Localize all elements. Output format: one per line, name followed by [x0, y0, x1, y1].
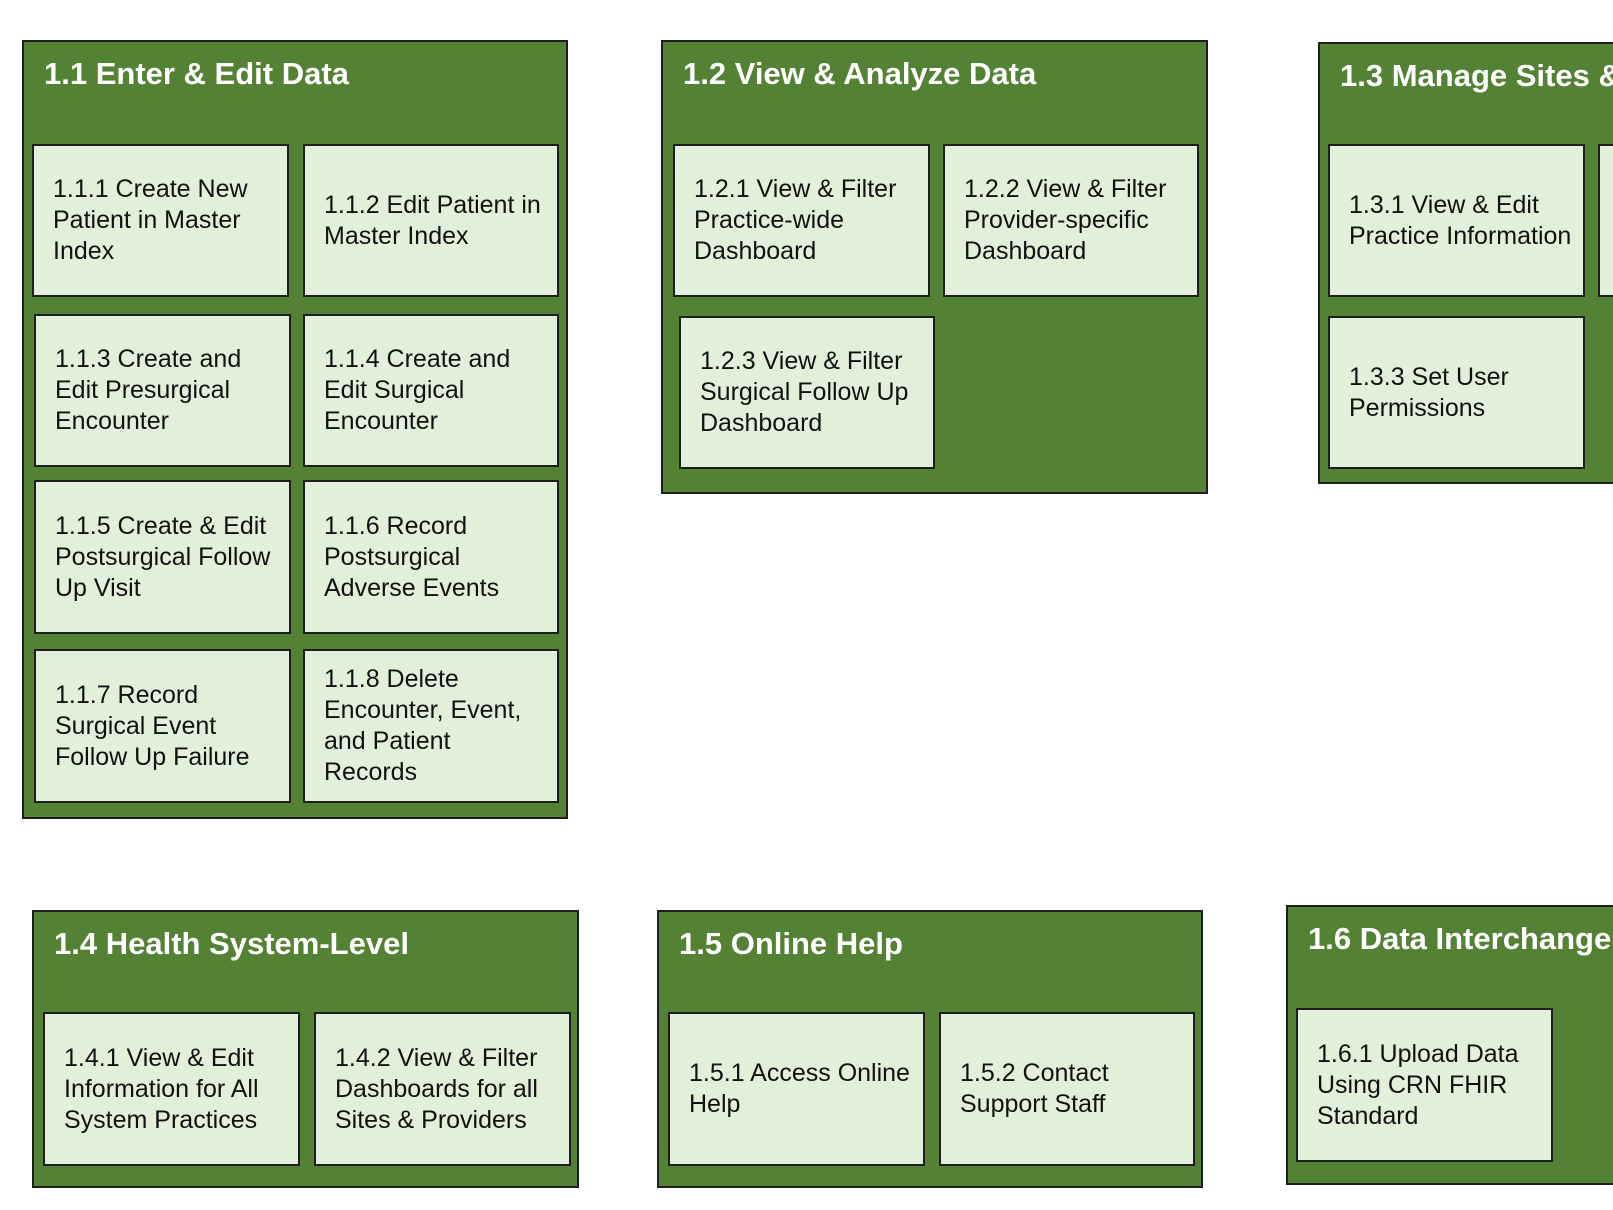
function-label: 1.1.7 Record Surgical Event Follow Up Fa…: [55, 680, 250, 771]
function-box-1-5-1[interactable]: 1.5.1 Access Online Help: [668, 1012, 925, 1166]
group-title: 1.3 Manage Sites &: [1340, 58, 1613, 93]
function-box-1-1-1[interactable]: 1.1.1 Create New Patient in Master Index: [32, 144, 289, 297]
function-label: 1.1.5 Create & Edit Postsurgical Follow …: [55, 511, 271, 602]
function-label: 1.6.1 Upload Data Using CRN FHIR Standar…: [1317, 1039, 1519, 1130]
function-box-1-1-6[interactable]: 1.1.6 Record Postsurgical Adverse Events: [303, 480, 559, 634]
function-box-1-1-3[interactable]: 1.1.3 Create and Edit Presurgical Encoun…: [34, 314, 291, 467]
function-label: 1.1.4 Create and Edit Surgical Encounter: [324, 345, 511, 435]
function-box-1-6-1[interactable]: 1.6.1 Upload Data Using CRN FHIR Standar…: [1296, 1008, 1553, 1162]
group-enter-edit-data: 1.1 Enter & Edit Data 1.1.1 Create New P…: [22, 40, 568, 819]
function-label: 1.4.2 View & Filter Dashboards for all S…: [335, 1043, 538, 1134]
function-box-1-2-3[interactable]: 1.2.3 View & Filter Surgical Follow Up D…: [679, 316, 935, 469]
function-box-1-3-1[interactable]: 1.3.1 View & Edit Practice Information: [1328, 144, 1585, 297]
function-label: 1.1.8 Delete Encounter, Event, and Patie…: [324, 665, 522, 786]
function-label: 1.2.2 View & Filter Provider-specific Da…: [964, 175, 1167, 265]
function-box-1-3-3[interactable]: 1.3.3 Set User Permissions: [1328, 316, 1585, 469]
function-box-1-4-2[interactable]: 1.4.2 View & Filter Dashboards for all S…: [314, 1012, 571, 1166]
group-title: 1.1 Enter & Edit Data: [44, 56, 349, 91]
group-title: 1.6 Data Interchange: [1308, 921, 1612, 956]
group-title: 1.2 View & Analyze Data: [683, 56, 1037, 91]
function-box-1-1-4[interactable]: 1.1.4 Create and Edit Surgical Encounter: [303, 314, 559, 467]
function-box-1-5-2[interactable]: 1.5.2 Contact Support Staff: [939, 1012, 1195, 1166]
function-label: 1.4.1 View & Edit Information for All Sy…: [64, 1043, 259, 1134]
group-view-analyze-data: 1.2 View & Analyze Data 1.2.1 View & Fil…: [661, 40, 1208, 494]
function-label: 1.2.1 View & Filter Practice-wide Dashbo…: [694, 175, 897, 265]
group-health-system-level: 1.4 Health System-Level 1.4.1 View & Edi…: [32, 910, 579, 1188]
function-label: 1.2.3 View & Filter Surgical Follow Up D…: [700, 347, 909, 437]
function-box-1-2-2[interactable]: 1.2.2 View & Filter Provider-specific Da…: [943, 144, 1199, 297]
group-data-interchange: 1.6 Data Interchange 1.6.1 Upload Data U…: [1286, 905, 1613, 1185]
group-title: 1.4 Health System-Level: [54, 926, 409, 961]
function-box-1-3-2[interactable]: [1598, 144, 1613, 297]
group-manage-sites: 1.3 Manage Sites & 1.3.1 View & Edit Pra…: [1318, 42, 1613, 484]
function-box-1-1-2[interactable]: 1.1.2 Edit Patient in Master Index: [303, 144, 559, 297]
function-label: 1.1.3 Create and Edit Presurgical Encoun…: [55, 345, 242, 435]
function-box-1-1-7[interactable]: 1.1.7 Record Surgical Event Follow Up Fa…: [34, 649, 291, 803]
function-label: 1.5.1 Access Online Help: [689, 1059, 910, 1118]
function-box-1-1-5[interactable]: 1.1.5 Create & Edit Postsurgical Follow …: [34, 480, 291, 634]
function-label: 1.3.1 View & Edit Practice Information: [1349, 190, 1572, 250]
function-label: 1.5.2 Contact Support Staff: [960, 1059, 1109, 1118]
function-box-1-4-1[interactable]: 1.4.1 View & Edit Information for All Sy…: [43, 1012, 300, 1166]
function-label: 1.3.3 Set User Permissions: [1349, 362, 1509, 422]
function-label: 1.1.1 Create New Patient in Master Index: [53, 175, 248, 265]
group-title: 1.5 Online Help: [679, 926, 903, 961]
function-label: 1.1.2 Edit Patient in Master Index: [324, 190, 541, 250]
function-label: 1.1.6 Record Postsurgical Adverse Events: [324, 511, 500, 602]
group-online-help: 1.5 Online Help 1.5.1 Access Online Help…: [657, 910, 1203, 1188]
function-box-1-1-8[interactable]: 1.1.8 Delete Encounter, Event, and Patie…: [303, 649, 559, 803]
function-box-1-2-1[interactable]: 1.2.1 View & Filter Practice-wide Dashbo…: [673, 144, 930, 297]
